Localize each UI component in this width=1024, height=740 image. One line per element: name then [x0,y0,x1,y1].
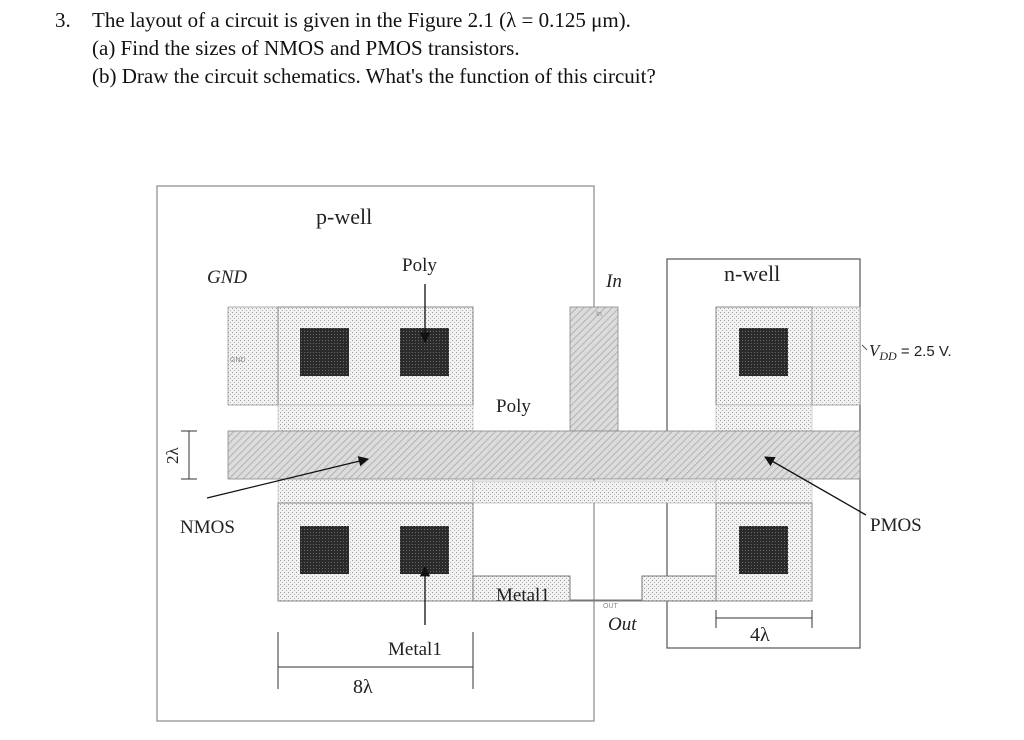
pmos-arrow [764,456,867,516]
nmos-arrow [206,456,370,499]
out-label: Out [608,614,637,635]
vdd-label: VDD = 2.5 V. [869,341,952,363]
in-label: In [605,271,622,292]
pmos-contact [739,526,788,574]
dimension-2lambda [181,430,197,480]
dim-4lambda-label: 4λ [750,624,770,646]
dimension-8lambda [277,632,474,689]
pmos-contact [739,328,788,376]
vdd-metal-rail [811,306,861,406]
pmos-label: PMOS [870,515,922,536]
question-part-b: (b) Draw the circuit schematics. What's … [92,64,656,88]
metal1-bridge [472,480,717,504]
metal1-bottom-label: Metal1 [388,639,442,660]
poly-mid-label: Poly [496,396,531,417]
vdd-pointer-line [861,344,868,351]
nmos-label: NMOS [180,517,235,538]
question-part-a: (a) Find the sizes of NMOS and PMOS tran… [92,36,520,60]
dim-2lambda-label: 2λ [163,447,182,465]
vdd-value: = 2.5 V. [897,343,952,360]
poly-top-label: Poly [402,255,437,276]
nwell-label: n-well [724,261,780,286]
metal1-mid-label: Metal1 [496,585,550,606]
metal1-output-path [472,575,717,602]
out-small-label: OUT [603,603,619,610]
vdd-symbol: V [869,341,882,360]
nmos-contact [400,526,449,574]
dim-8lambda-label: 8λ [353,676,373,698]
nmos-contact [300,526,349,574]
pwell-label: p-well [316,204,372,229]
vdd-subscript: DD [878,349,897,363]
gnd-small-label: GND [230,357,246,364]
gnd-label: GND [207,267,247,288]
in-small-label: In [596,311,602,318]
question-text: The layout of a circuit is given in the … [92,8,631,32]
nmos-contact [300,328,349,376]
poly-input-vertical [569,306,619,432]
question-number: 3. [55,8,71,32]
poly-gate [227,430,861,480]
dimension-4lambda [715,610,813,628]
